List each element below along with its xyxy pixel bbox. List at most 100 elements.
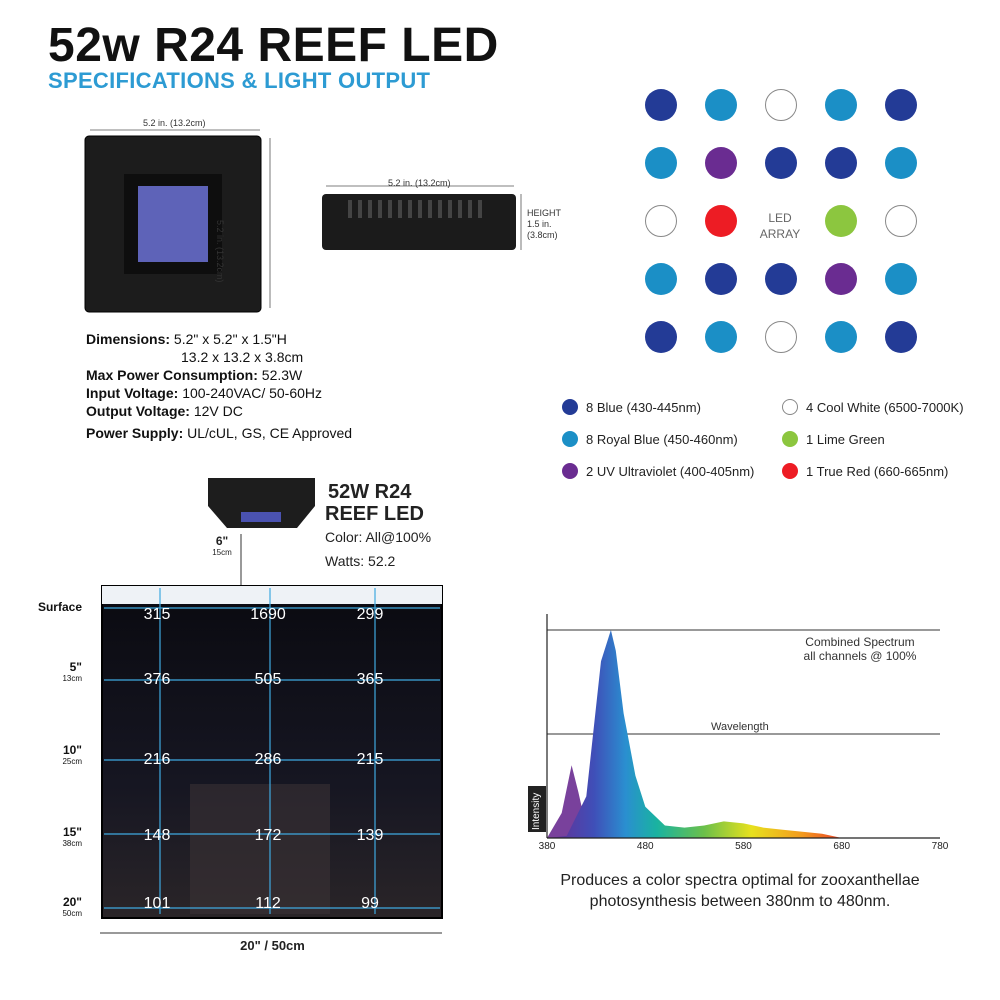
led-white-dot xyxy=(885,205,917,237)
led-red-dot xyxy=(705,205,737,237)
annotation-channels: all channels @ 100% xyxy=(803,649,917,663)
spec-output: Output Voltage: 12V DC xyxy=(86,403,243,419)
led-blue-dot xyxy=(765,263,797,295)
led-royal-dot xyxy=(885,147,917,179)
legend-item: 2 UV Ultraviolet (400-405nm) xyxy=(562,463,754,479)
par-value: 112 xyxy=(255,895,281,912)
legend-dot xyxy=(562,399,578,415)
legend-item: 8 Blue (430-445nm) xyxy=(562,399,701,415)
legend-dot xyxy=(782,431,798,447)
led-array-label: LED ARRAY xyxy=(752,210,808,242)
depth-label: 10"25cm xyxy=(62,743,82,766)
led-royal-dot xyxy=(645,147,677,179)
spectrum-chart xyxy=(546,614,940,839)
led-royal-dot xyxy=(825,321,857,353)
annotation-wavelength: Wavelength xyxy=(711,721,769,733)
x-tick-label: 780 xyxy=(931,841,949,852)
legend-label: 1 True Red (660-665nm) xyxy=(806,463,949,479)
led-royal-dot xyxy=(885,263,917,295)
height-title: HEIGHT xyxy=(527,208,562,218)
tank-width-label: 20" / 50cm xyxy=(240,938,305,953)
x-tick-label: 380 xyxy=(538,841,556,852)
legend-dot xyxy=(562,431,578,447)
depth-label: 15"38cm xyxy=(62,825,82,848)
led-uv-dot xyxy=(825,263,857,295)
led-royal-dot xyxy=(705,89,737,121)
led-royal-dot xyxy=(705,321,737,353)
led-lime-dot xyxy=(825,205,857,237)
top-view-height-label: 5.2 in. (13.2cm) xyxy=(215,220,225,283)
depth-label: 5"13cm xyxy=(62,660,82,683)
side-view-width-label: 5.2 in. (13.2cm) xyxy=(388,178,451,188)
legend-label: 4 Cool White (6500-7000K) xyxy=(806,399,964,415)
par-value: 148 xyxy=(143,827,171,844)
led-blue-dot xyxy=(645,89,677,121)
led-blue-dot xyxy=(885,89,917,121)
specs-block: Dimensions: 5.2" x 5.2" x 1.5"H 13.2 x 1… xyxy=(86,330,352,442)
caption-line-2: photosynthesis between 380nm to 480nm. xyxy=(589,893,891,910)
fixture-height-label: 6" 15cm xyxy=(207,534,237,558)
height-cm: (3.8cm) xyxy=(527,230,558,240)
legend-item: 4 Cool White (6500-7000K) xyxy=(782,399,964,415)
depth-label: 20"50cm xyxy=(62,895,82,918)
spectrum-caption: Produces a color spectra optimal for zoo… xyxy=(520,870,960,912)
fixture-side-view xyxy=(322,185,522,250)
par-value: 505 xyxy=(254,671,282,688)
led-uv-dot xyxy=(705,147,737,179)
legend-dot xyxy=(562,463,578,479)
led-white-dot xyxy=(645,205,677,237)
page-subtitle: SPECIFICATIONS & LIGHT OUTPUT xyxy=(48,68,431,93)
spec-dimensions: Dimensions: 5.2" x 5.2" x 1.5"H xyxy=(86,331,287,347)
legend-label: 8 Royal Blue (450-460nm) xyxy=(586,431,738,447)
intensity-label: Intensity xyxy=(531,792,542,830)
chart-annotation: Combined Spectrum all channels @ 100% xyxy=(770,635,950,663)
depth-label: Surface xyxy=(37,600,82,614)
led-white-dot xyxy=(765,89,797,121)
legend-item: 1 True Red (660-665nm) xyxy=(782,463,948,479)
legend-item: 8 Royal Blue (450-460nm) xyxy=(562,431,738,447)
legend-dot xyxy=(782,399,798,415)
height-in: 1.5 in. xyxy=(527,219,552,229)
par-value: 215 xyxy=(356,751,384,768)
page-title: 52w R24 REEF LED xyxy=(48,19,499,72)
led-blue-dot xyxy=(705,263,737,295)
led-blue-dot xyxy=(765,147,797,179)
caption-line-1: Produces a color spectra optimal for zoo… xyxy=(560,872,920,889)
par-value: 315 xyxy=(143,606,171,623)
par-value: 365 xyxy=(356,671,384,688)
led-array-label-2: ARRAY xyxy=(759,227,801,241)
legend-item: 1 Lime Green xyxy=(782,431,885,447)
fixture-name-2: REEF LED xyxy=(325,503,424,525)
fixture-watts-line: Watts: 52.2 xyxy=(325,553,396,569)
par-value: 101 xyxy=(143,895,171,912)
par-value: 139 xyxy=(356,827,384,844)
legend-label: 2 UV Ultraviolet (400-405nm) xyxy=(586,463,755,479)
legend-label: 8 Blue (430-445nm) xyxy=(586,399,701,415)
par-value: 99 xyxy=(361,895,379,912)
x-tick-label: 580 xyxy=(735,841,752,852)
tank-diagram xyxy=(100,585,443,934)
par-value: 376 xyxy=(143,671,171,688)
led-white-dot xyxy=(765,321,797,353)
spec-power: Max Power Consumption: 52.3W xyxy=(86,367,303,383)
fixture-top-view xyxy=(84,129,271,313)
fixture-card: 52W R24 REEF LED Color: All@100% Watts: … xyxy=(325,481,431,569)
led-royal-dot xyxy=(825,89,857,121)
par-value: 216 xyxy=(143,751,171,768)
fixture-color-line: Color: All@100% xyxy=(325,529,432,545)
led-blue-dot xyxy=(825,147,857,179)
par-value: 172 xyxy=(254,827,282,844)
led-blue-dot xyxy=(885,321,917,353)
spectrum-series-2 xyxy=(547,630,940,838)
legend-dot xyxy=(782,463,798,479)
intensity-label-box xyxy=(528,786,546,832)
par-value: 299 xyxy=(356,606,384,623)
par-value: 286 xyxy=(254,751,282,768)
fixture-height-in: 6" xyxy=(215,534,229,548)
led-array-label-1: LED xyxy=(768,211,792,225)
fixture-name-1: 52W R24 xyxy=(328,481,412,503)
led-blue-dot xyxy=(645,321,677,353)
x-tick-label: 680 xyxy=(833,841,851,852)
led-array-grid xyxy=(645,89,935,369)
annotation-combined: Combined Spectrum xyxy=(805,635,915,649)
